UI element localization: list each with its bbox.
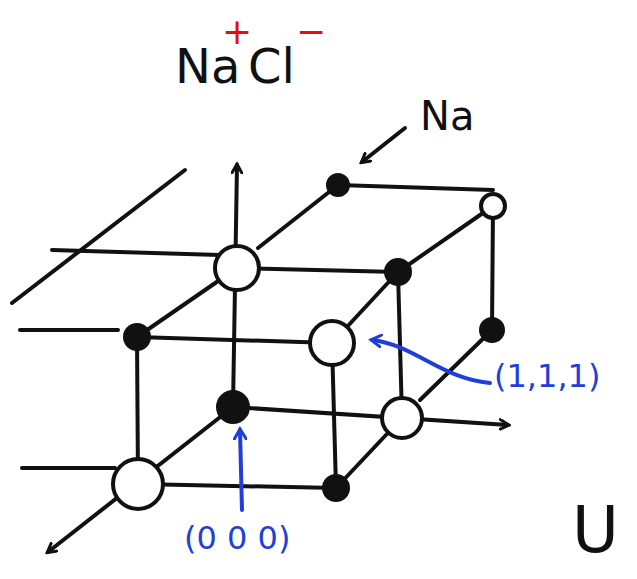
- coordinate-label: (0 0 0): [184, 522, 290, 554]
- charge-sign: +: [222, 14, 252, 50]
- symbol-label: U: [572, 498, 619, 562]
- formula-text: Cl: [248, 42, 295, 90]
- atom-label: Na: [420, 96, 474, 136]
- coordinate-label: (1,1,1): [494, 360, 600, 392]
- charge-sign: −: [296, 14, 326, 50]
